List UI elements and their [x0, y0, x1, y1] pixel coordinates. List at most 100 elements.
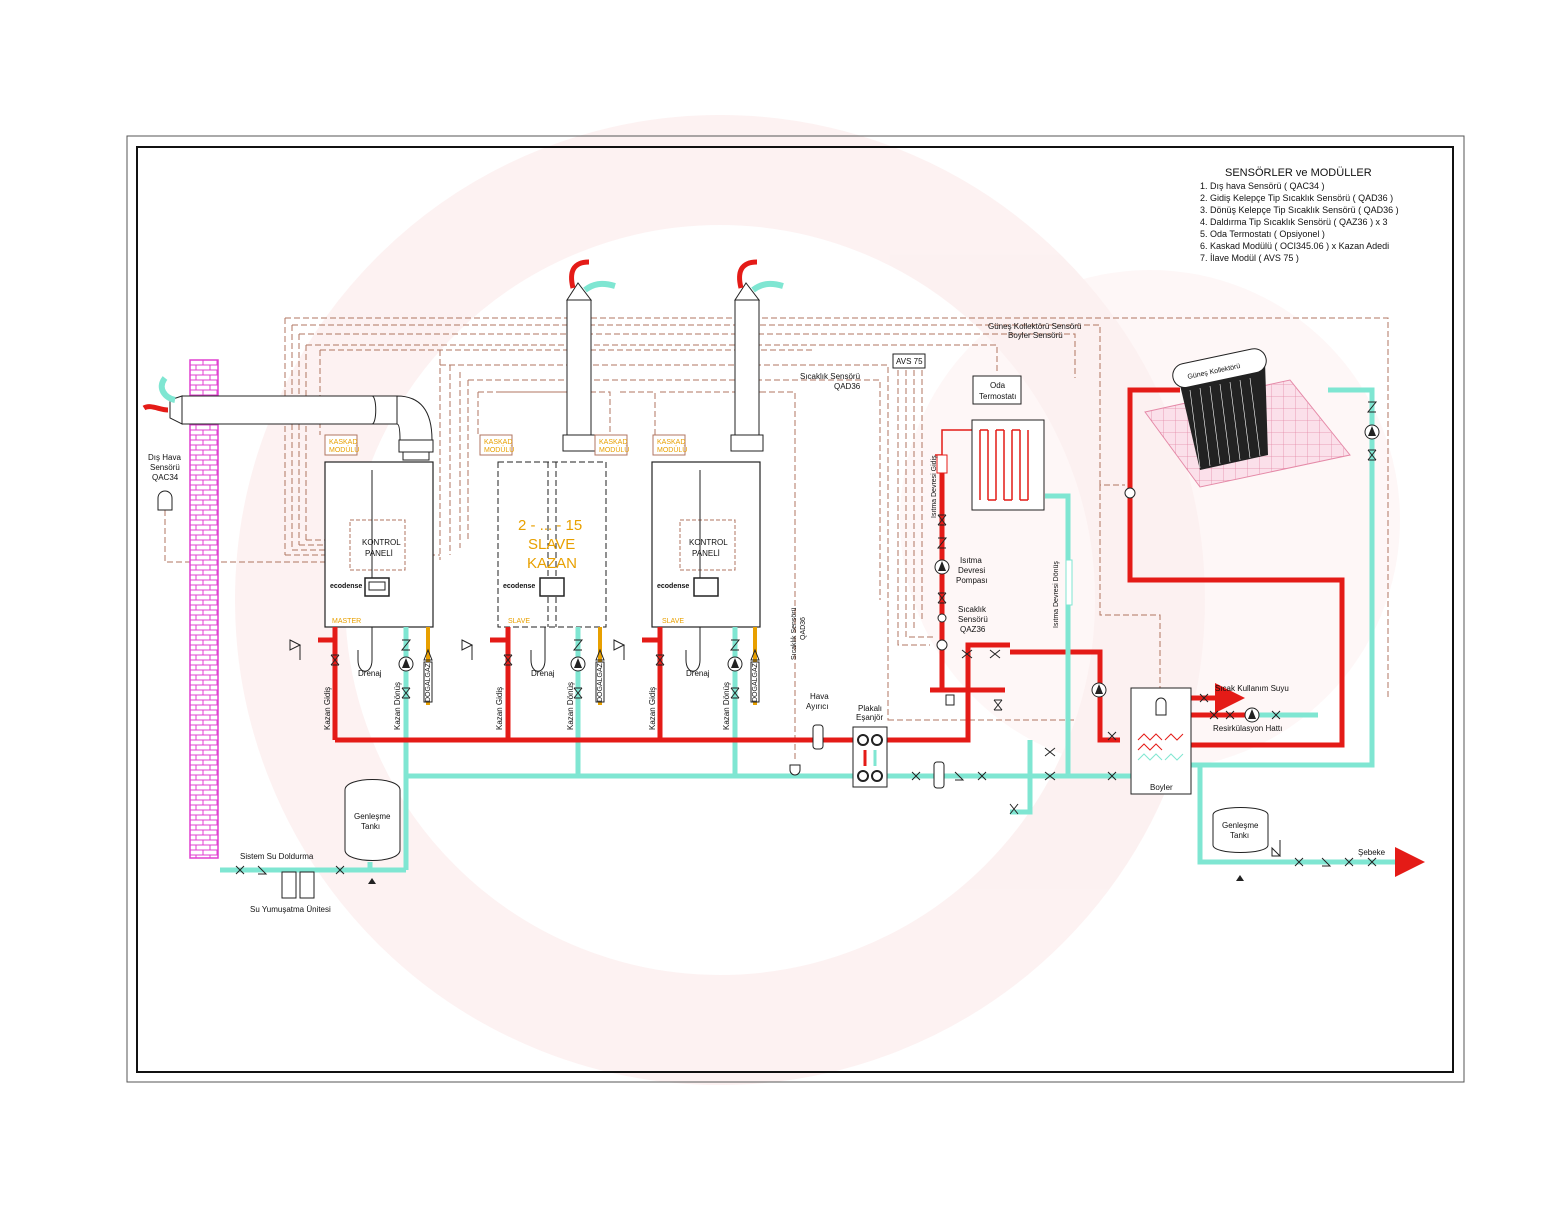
- boiler-fittings: [289, 627, 760, 703]
- system-fill: Sistem Su Doldurma Su Yumuşatma Ünitesi: [235, 852, 376, 914]
- heating-return-label: Isıtma Devresi Dönüş: [1053, 561, 1060, 628]
- room-thermostat-label: Termostatı: [979, 392, 1016, 401]
- solar-collector: Güneş Kollektörü: [1144, 348, 1351, 488]
- pump-icon: [1091, 682, 1107, 698]
- expansion-tank-right: Genleşme Tankı: [1212, 807, 1269, 853]
- boiler-return-label: Kazan Dönüş: [722, 682, 731, 730]
- pump-icon: [570, 656, 586, 672]
- boiler-return-label: Kazan Dönüş: [393, 682, 402, 730]
- drain-label: Drenaj: [358, 669, 382, 678]
- control-panel-label: PANELİ: [692, 549, 720, 558]
- heating-pump-label: Pompası: [956, 576, 988, 585]
- legend-item: 5. Oda Termostatı ( Opsiyonel ): [1200, 229, 1325, 239]
- brand-label: ecodense: [330, 583, 362, 590]
- legend-title: SENSÖRLER ve MODÜLLER: [1225, 167, 1372, 179]
- control-panel-label: KONTROL: [689, 538, 728, 547]
- dhw-tank-label: Boyler: [1150, 783, 1173, 792]
- heating-circuit: Isıtma Devresi Gidiş Isıtma Devresi Dönü…: [930, 375, 1135, 815]
- kaskad-label: MODÜLÜ: [599, 446, 629, 454]
- expansion-label: Tankı: [361, 822, 380, 831]
- expansion-tank-left: Genleşme Tankı: [344, 779, 401, 861]
- boiler-supply-label: Kazan Gidiş: [495, 687, 504, 730]
- air-separator: Hava Ayırıcı: [789, 692, 829, 776]
- pump-icon: [934, 559, 950, 575]
- outdoor-sensor: Dış Hava Sensörü QAC34: [148, 453, 181, 511]
- qaz-label: Sıcaklık: [958, 605, 987, 614]
- heating-pump-label: Devresi: [958, 566, 985, 575]
- boiler-sensor-label: Boyler Sensörü: [1008, 331, 1063, 340]
- return-line-fittings: [911, 761, 987, 789]
- expansion-label: Tankı: [1230, 831, 1249, 840]
- qaz-label: Sensörü: [958, 615, 988, 624]
- dhw-tank: Boyler Sıcak Kullanım Suyu Resirkülasyon…: [1130, 684, 1289, 795]
- slave-boiler: KASKAD MODÜLÜ KONTROL PANELİ ecodense SL…: [651, 434, 761, 628]
- pump-icon: [1244, 707, 1260, 723]
- mains-label: Şebeke: [1358, 848, 1386, 857]
- kaskad-label: MODÜLÜ: [329, 446, 359, 454]
- slave-tag: SLAVE: [662, 618, 684, 625]
- heating-pump-label: Isıtma: [960, 556, 982, 565]
- master-flue: [142, 376, 434, 461]
- air-vent-label: Hava: [810, 692, 829, 701]
- kaskad-label: MODÜLÜ: [484, 446, 514, 454]
- brand-label: ecodense: [657, 583, 689, 590]
- gas-label: DOĞALGAZ: [595, 662, 604, 702]
- pump-icon: [398, 656, 414, 672]
- temp-sensor-label: Sıcaklık Sensörü: [791, 607, 798, 660]
- boiler-labels: Drenaj Drenaj Drenaj Kazan Gidiş Kazan D…: [323, 662, 759, 730]
- drain-label: Drenaj: [686, 669, 710, 678]
- temp-sensor-label: QAD36: [800, 617, 807, 640]
- legend-item: 7. İlave Modül ( AVS 75 ): [1200, 253, 1299, 263]
- legend-item: 1. Dış hava Sensörü ( QAC34 ): [1200, 181, 1325, 191]
- expansion-label: Genleşme: [354, 812, 391, 821]
- legend-item: 4. Daldırma Tip Sıcaklık Sensörü ( QAZ36…: [1200, 217, 1388, 227]
- kaskad-label: KASKAD: [599, 439, 627, 446]
- air-vent-label: Ayırıcı: [806, 702, 829, 711]
- softener-label: Su Yumuşatma Ünitesi: [250, 905, 331, 914]
- slave-boiler-group: KASKAD MODÜLÜ KASKAD MODÜLÜ 2 - ... - 15…: [479, 434, 629, 628]
- fill-label: Sistem Su Doldurma: [240, 852, 314, 861]
- solar-circuit: Güneş Kollektörü: [1124, 348, 1420, 865]
- hot-water-label: Sıcak Kullanım Suyu: [1215, 684, 1289, 693]
- slave-flue-2: [730, 259, 784, 452]
- slave-count-label: SLAVE: [528, 536, 575, 553]
- gas-label: DOĞALGAZ: [750, 662, 759, 702]
- legend-item: 2. Gidiş Kelepçe Tip Sıcaklık Sensörü ( …: [1200, 193, 1393, 203]
- kaskad-label: MODÜLÜ: [657, 446, 687, 454]
- kaskad-label: KASKAD: [657, 439, 685, 446]
- slave-flue-1: [562, 259, 616, 452]
- outdoor-sensor-label: Sensörü: [150, 463, 180, 472]
- plate-heat-exchanger: Plakalı Eşanjör: [852, 704, 888, 788]
- heating-supply-label: Isıtma Devresi Gidiş: [931, 455, 938, 518]
- temp-sensor-label: QAD36: [834, 382, 861, 391]
- outdoor-sensor-label: Dış Hava: [148, 453, 181, 462]
- boiler-supply-label: Kazan Gidiş: [648, 687, 657, 730]
- kaskad-label: KASKAD: [329, 439, 357, 446]
- slave-count-label: KAZAN: [527, 555, 577, 572]
- brand-label: ecodense: [503, 583, 535, 590]
- master-tag: MASTER: [332, 618, 361, 625]
- solar-sensor-label: Güneş Kollektörü Sensörü: [988, 322, 1081, 331]
- legend: SENSÖRLER ve MODÜLLER 1. Dış hava Sensör…: [1200, 167, 1399, 263]
- recirculation-label: Resirkülasyon Hattı: [1213, 724, 1282, 733]
- room-thermostat-label: Oda: [990, 381, 1006, 390]
- drain-label: Drenaj: [531, 669, 555, 678]
- legend-item: 3. Dönüş Kelepçe Tip Sıcaklık Sensörü ( …: [1200, 205, 1399, 215]
- temp-sensor-label: Sıcaklık Sensörü: [800, 372, 860, 381]
- watermark-logo: [235, 115, 1400, 1085]
- master-boiler: KASKAD MODÜLÜ KONTROL PANELİ ecodense MA…: [324, 434, 434, 628]
- control-panel-label: PANELİ: [365, 549, 393, 558]
- legend-item: 6. Kaskad Modülü ( OCI345.06 ) x Kazan A…: [1200, 241, 1389, 251]
- sensor-labels: Güneş Kollektörü Sensörü Boyler Sensörü …: [791, 322, 1081, 660]
- control-panel-label: KONTROL: [362, 538, 401, 547]
- pump-icon: [727, 656, 743, 672]
- mains-water: Şebeke: [1236, 840, 1425, 881]
- pump-icon: [1364, 424, 1380, 440]
- hex-label: Eşanjör: [856, 713, 883, 722]
- inner-frame: [136, 146, 1454, 1073]
- avs-module-label: AVS 75: [896, 357, 923, 366]
- outdoor-sensor-label: QAC34: [152, 473, 179, 482]
- expansion-label: Genleşme: [1222, 821, 1259, 830]
- boiler-supply-label: Kazan Gidiş: [323, 687, 332, 730]
